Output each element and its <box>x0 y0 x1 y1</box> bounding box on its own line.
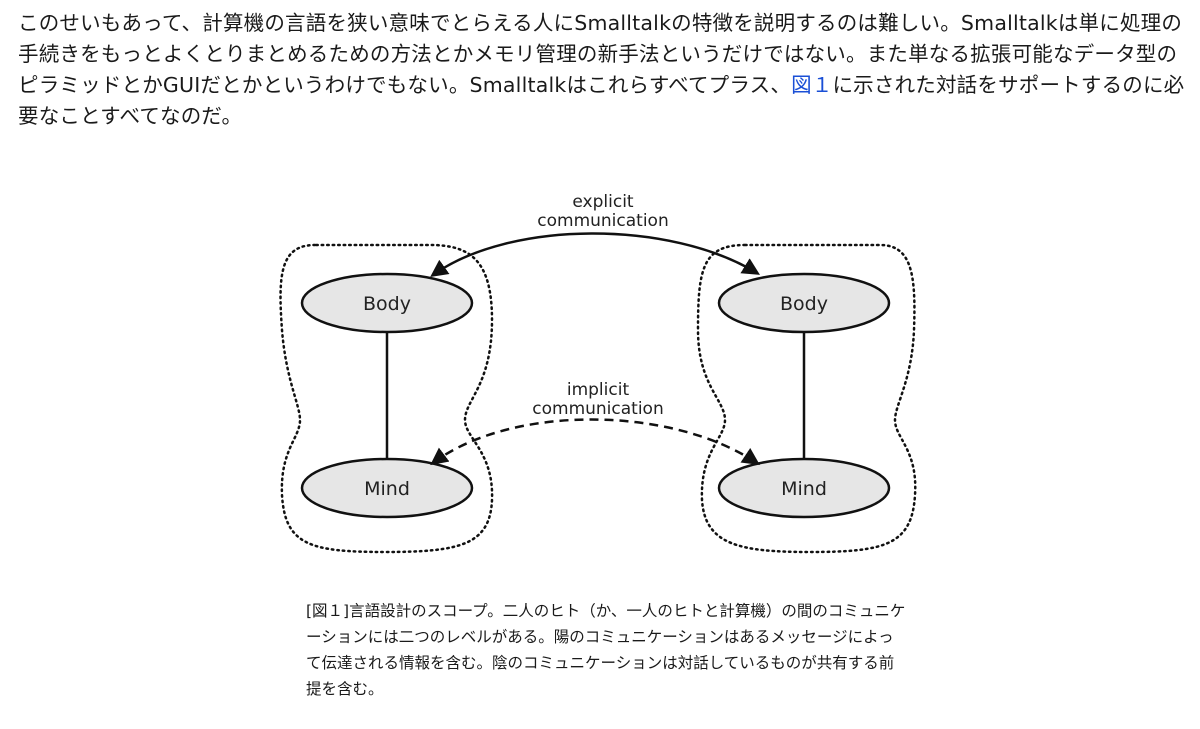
right-body-node <box>717 272 891 334</box>
explicit-label-line2: communication <box>537 211 668 231</box>
right-mind-node <box>717 457 891 519</box>
left-mind-node <box>300 457 474 519</box>
intro-text-after-link: に示された対話をサポートするのに必要なことすべてなのだ。 <box>18 73 1185 128</box>
right-party-boundary <box>696 243 917 554</box>
scope-diagram-svg: Body Mind Body Mind explicit communicati… <box>279 192 917 554</box>
left-body-label: Body <box>363 293 411 315</box>
figure-1-link[interactable]: 図１ <box>791 73 833 97</box>
scope-diagram: Body Mind Body Mind explicit communicati… <box>270 180 930 580</box>
intro-text-before-link: このせいもあって、計算機の言語を狭い意味でとらえる人にSmalltalkの特徴を… <box>18 11 1183 97</box>
left-body-node <box>300 272 474 334</box>
right-mind-label: Mind <box>781 478 827 500</box>
figure-caption: [図１]言語設計のスコープ。二人のヒト（か、一人のヒトと計算機）の間のコミュニケ… <box>306 602 906 698</box>
intro-paragraph: このせいもあって、計算機の言語を狭い意味でとらえる人にSmalltalkの特徴を… <box>18 8 1188 132</box>
left-mind-label: Mind <box>364 478 410 500</box>
explicit-label-line1: explicit <box>572 192 634 212</box>
implicit-communication-arrow <box>430 418 760 466</box>
right-body-label: Body <box>780 293 828 315</box>
explicit-communication-arrow <box>430 232 760 278</box>
left-party-boundary <box>279 243 494 554</box>
implicit-label-line2: communication <box>532 399 663 419</box>
implicit-label-line1: implicit <box>567 380 630 400</box>
